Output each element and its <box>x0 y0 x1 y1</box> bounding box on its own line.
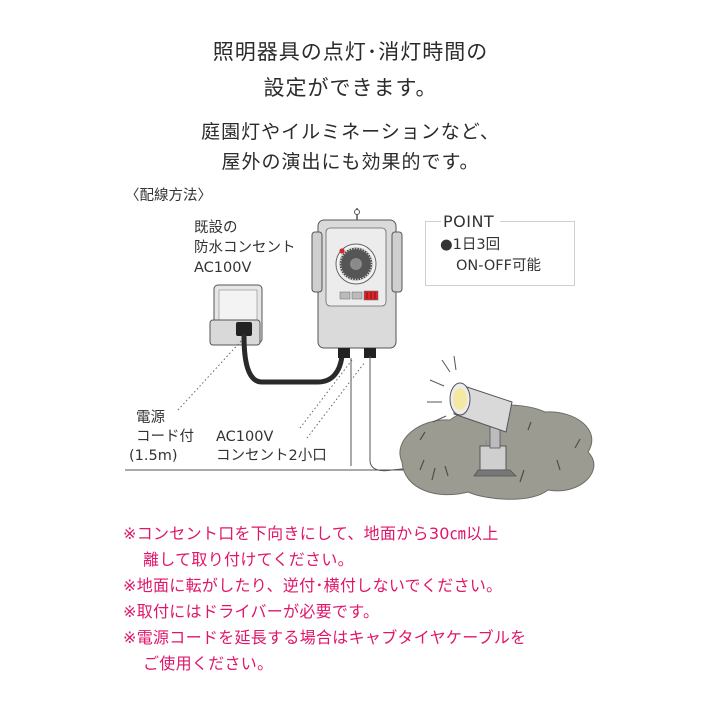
note-4: ※電源コードを延長する場合はキャブタイヤケーブルを <box>123 628 527 647</box>
point-line-1: ●1日3回 <box>440 237 501 253</box>
cord-label-line-1: 電源 <box>136 410 165 426</box>
wiring-method-title: 〈配線方法〉 <box>125 188 212 204</box>
heading-line-1: 照明器具の点灯･消灯時間の <box>212 40 489 64</box>
note-2: ※地面に転がしたり、逆付･横付しないでください。 <box>123 576 503 595</box>
garden-light-illustration <box>399 355 595 500</box>
note-1-cont: 離して取り付けてください。 <box>143 550 354 569</box>
outlet-label-line-2: 防水コンセント <box>194 240 296 256</box>
waterproof-outlet-illustration <box>209 284 263 346</box>
heading-line-2: 設定ができます。 <box>263 76 438 100</box>
cord-label-line-2: コード付 <box>136 429 194 445</box>
note-1: ※コンセント口を下向きにして、地面から30㎝以上 <box>123 524 499 543</box>
socket-label-line-1: AC100V <box>216 429 274 445</box>
point-box: POINT ●1日3回 ON-OFF可能 <box>425 212 575 286</box>
cord-label-line-3: (1.5m) <box>129 448 178 464</box>
socket-leader-line <box>299 359 353 429</box>
power-cord <box>241 333 345 385</box>
heading-line-3: 庭園灯やイルミネーションなど、 <box>201 121 500 143</box>
outlet-label-line-1: 既設の <box>194 220 238 236</box>
outlet-label-line-3: AC100V <box>194 260 252 276</box>
point-title: POINT <box>441 212 501 231</box>
lamp-cord <box>369 356 471 472</box>
note-4-cont: ご使用ください。 <box>143 654 274 673</box>
timer-unit-illustration <box>311 208 403 358</box>
cord-leader-line <box>177 339 243 411</box>
point-line-2: ON-OFF可能 <box>456 258 541 274</box>
note-3: ※取付にはドライバーが必要です。 <box>123 602 380 621</box>
heading-line-4: 屋外の演出にも効果的です。 <box>221 151 480 173</box>
socket-label-line-2: コンセント2小口 <box>216 448 327 464</box>
